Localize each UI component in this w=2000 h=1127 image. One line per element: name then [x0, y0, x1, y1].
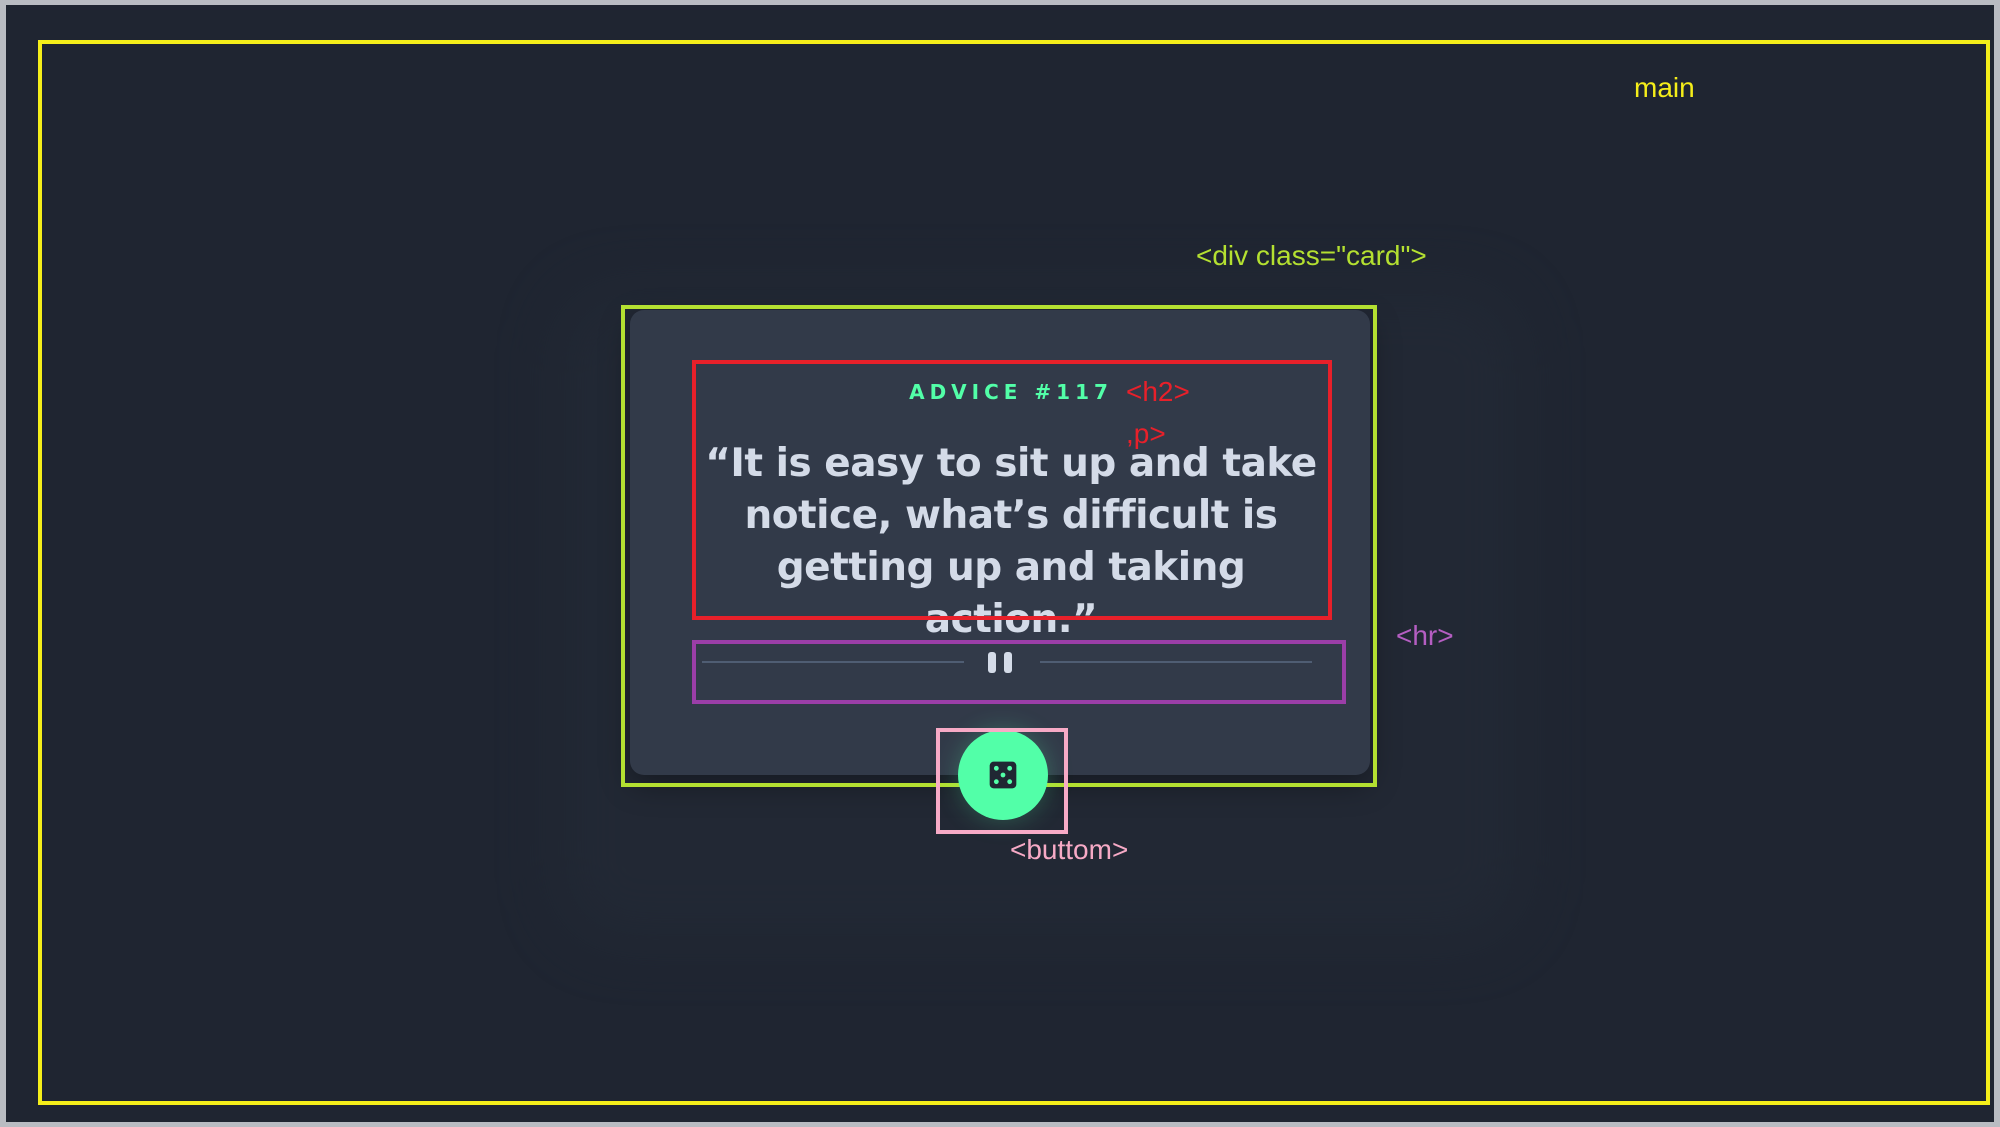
p-annotation: ,p> — [1126, 418, 1166, 449]
dice-button[interactable] — [958, 730, 1048, 820]
advice-card — [630, 310, 1370, 775]
hr-annotation: <hr> — [1396, 620, 1454, 651]
advice-quote: “It is easy to sit up and take notice, w… — [705, 441, 1317, 642]
advice-heading: ADVICE #117 — [909, 380, 1113, 404]
card-annotation: <div class="card"> — [1196, 240, 1427, 271]
button-annotation: <buttom> — [1010, 834, 1129, 865]
main-annotation: main — [1634, 72, 1695, 103]
h2-annotation: <h2> — [1126, 376, 1190, 407]
dice-icon — [989, 761, 1017, 789]
divider-line-right — [1040, 661, 1312, 663]
divider-line-left — [702, 661, 964, 663]
pause-icon — [988, 652, 1018, 674]
